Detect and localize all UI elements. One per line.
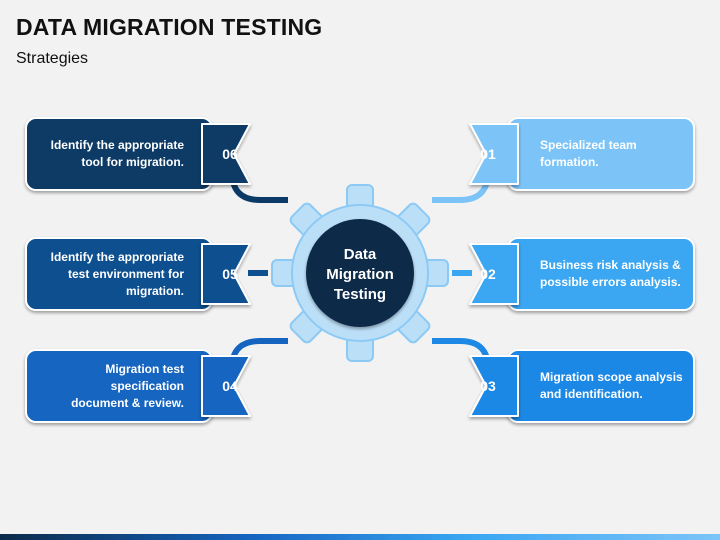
step-tab: [201, 123, 251, 185]
step-number: 02: [480, 266, 496, 282]
step-text-line: specification: [110, 378, 184, 393]
center-label: Data Migration Testing: [304, 240, 416, 310]
center-label-line: Testing: [333, 286, 387, 303]
step-tab: [469, 123, 519, 185]
step-text: Specialized team formation.: [540, 118, 690, 190]
page-subtitle: Strategies: [16, 50, 89, 67]
step-tab: [469, 243, 519, 305]
step-text: Migration scope analysis and identificati…: [540, 350, 690, 422]
step-text-line: and identification.: [540, 387, 643, 401]
step-text: Identify the appropriate tool for migrati…: [34, 118, 184, 190]
footer-bar: [0, 534, 720, 540]
step-text-line: test environment for: [67, 266, 184, 281]
step-text-line: Identify the appropriate: [50, 249, 184, 264]
step-text: Business risk analysis & possible errors …: [540, 238, 690, 310]
step-text-line: formation.: [540, 155, 599, 169]
step-tab: [201, 243, 251, 305]
center-label-line: Data: [343, 246, 377, 263]
step-text-line: Identify the appropriate: [50, 138, 184, 152]
center-label-line: Migration: [326, 266, 394, 283]
step-tab: [201, 355, 251, 417]
step-text-line: document & review.: [71, 395, 184, 410]
step-text-line: migration.: [125, 283, 184, 298]
step-number: 01: [480, 146, 496, 162]
gear-hub: [306, 219, 414, 327]
page-title: DATA MIGRATION TESTING: [16, 14, 323, 40]
step-text: Migration test specification document & re…: [34, 350, 184, 422]
step-text: Identify the appropriate test environment…: [34, 238, 184, 310]
step-text-line: tool for migration.: [81, 155, 184, 169]
step-text-line: Migration test: [105, 361, 184, 376]
step-text-line: Business risk analysis &: [540, 258, 681, 272]
step-number: 03: [480, 378, 496, 394]
step-text-line: possible errors analysis.: [540, 275, 681, 289]
step-text-line: Specialized team: [540, 138, 637, 152]
step-text-line: Migration scope analysis: [540, 370, 683, 384]
step-number: 06: [222, 146, 238, 162]
step-number: 05: [222, 266, 238, 282]
step-number: 04: [222, 378, 238, 394]
step-tab: [469, 355, 519, 417]
